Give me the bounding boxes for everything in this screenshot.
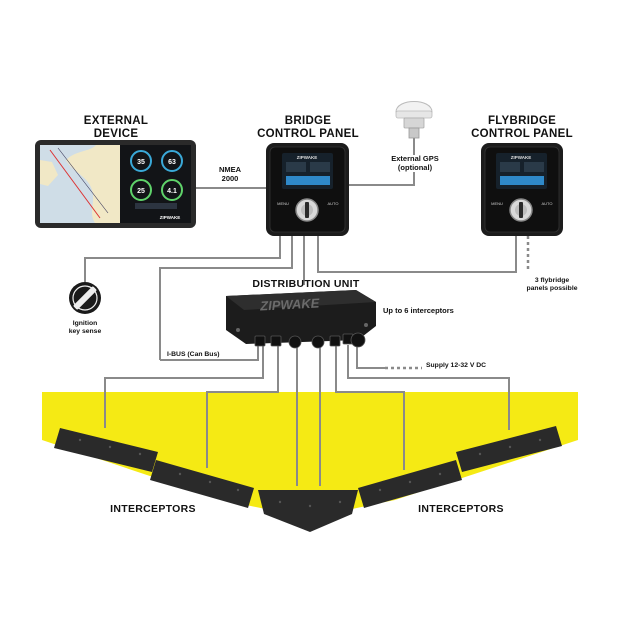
wire-interceptor-5 [335, 345, 405, 470]
bridge-control-panel: ZIPWAKE MENU AUTO [266, 143, 349, 236]
interceptor-3 [258, 490, 358, 532]
panel-logo-bridge: ZIPWAKE [297, 155, 318, 160]
label-up-to-6: Up to 6 interceptors [383, 306, 454, 315]
screen-readout-mid-right: 4.1 [167, 188, 177, 195]
label-external-gps: External GPS (optional) [380, 154, 450, 173]
label-external-device-line2: DEVICE [93, 128, 139, 141]
label-external-device: EXTERNAL DEVICE [68, 115, 164, 141]
panel-menu-bridge: MENU [277, 201, 289, 206]
interceptor-2 [150, 460, 254, 508]
label-interceptors-right: INTERCEPTORS [418, 503, 504, 515]
interceptor-details [78, 438, 542, 508]
label-ignition-line2: key sense [68, 327, 102, 335]
screen-readout-left: 35 [137, 159, 145, 166]
wire-ibus [160, 340, 259, 361]
panel-menu-flybridge: MENU [491, 201, 503, 206]
label-external-gps-line2: (optional) [397, 162, 433, 172]
panel-logo-flybridge: ZIPWAKE [511, 155, 532, 160]
screen-logo: ZIPWAKE [160, 215, 181, 220]
panel-auto-bridge: AUTO [327, 201, 338, 206]
label-bridge-panel-line2: CONTROL PANEL [257, 128, 359, 141]
distribution-logo: ZIPWAKE [259, 295, 320, 313]
label-bridge-panel: BRIDGE CONTROL PANEL [246, 115, 370, 141]
wire-gps [349, 138, 415, 186]
label-nmea-line2: 2000 [221, 173, 239, 183]
label-ibus: I-BUS (Can Bus) [167, 351, 220, 358]
distribution-unit: ZIPWAKE [226, 290, 376, 349]
screen-readout-right: 63 [168, 159, 176, 166]
label-flybridge-note-line2: panels possible [526, 284, 578, 292]
label-ignition-line1: Ignition [72, 320, 98, 327]
ignition-key-icon [69, 282, 101, 314]
wire-bridge-to-du [159, 236, 293, 360]
hull-yellow-band [42, 392, 578, 518]
wiring-dashed [385, 236, 530, 370]
wiring [84, 138, 517, 486]
wire-supply [356, 340, 385, 369]
wire-ignition [84, 236, 281, 282]
label-flybridge-note: 3 flybridge panels possible [512, 277, 592, 293]
gps-antenna [395, 101, 433, 139]
label-nmea: NMEA 2000 [212, 165, 248, 183]
panel-auto-flybridge: AUTO [541, 201, 552, 206]
flybridge-control-panel: ZIPWAKE MENU AUTO [481, 143, 563, 236]
interceptor-5 [456, 426, 562, 472]
screen-readout-mid-left: 25 [137, 188, 145, 195]
label-interceptors-left: INTERCEPTORS [110, 503, 196, 515]
label-bridge-panel-line1: BRIDGE [284, 115, 332, 127]
wire-interceptor-1 [104, 345, 264, 428]
label-external-gps-line1: External GPS [391, 154, 439, 163]
label-ignition: Ignition key sense [52, 320, 118, 336]
label-supply: Supply 12-32 V DC [426, 362, 487, 369]
label-flybridge-note-line1: 3 flybridge [534, 277, 570, 284]
external-device: 35 63 25 4.1 ZIPWAKE [35, 140, 196, 228]
wire-interceptor-6 [347, 345, 510, 430]
interceptor-4 [358, 460, 462, 508]
wire-interceptor-2 [206, 345, 279, 468]
label-external-device-line1: EXTERNAL [83, 115, 149, 127]
label-distribution-unit: DISTRIBUTION UNIT [252, 278, 360, 290]
label-flybridge-panel-line2: CONTROL PANEL [471, 128, 573, 141]
label-flybridge-panel-line1: FLYBRIDGE [487, 115, 557, 127]
label-flybridge-panel: FLYBRIDGE CONTROL PANEL [460, 115, 584, 141]
label-nmea-line1: NMEA [218, 165, 242, 174]
wire-flybridge [317, 236, 517, 273]
